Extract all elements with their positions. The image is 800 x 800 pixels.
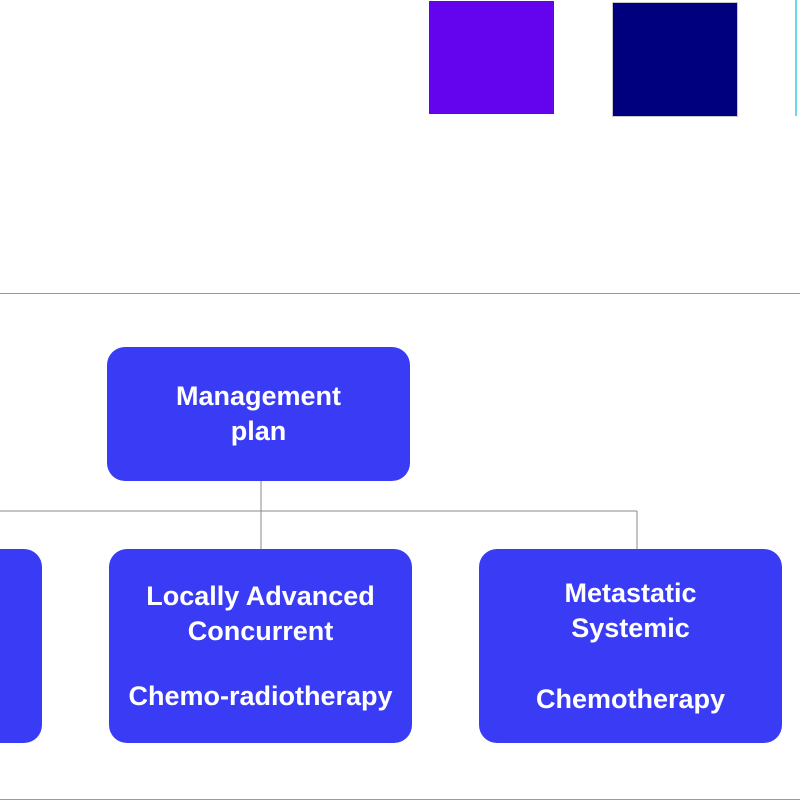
node-metastatic-line3: Chemotherapy xyxy=(535,683,726,714)
node-locally-advanced: Locally Advanced Concurrent Chemo-radiot… xyxy=(109,549,412,743)
node-management-line2: plan xyxy=(230,416,287,446)
node-locally-line2: Concurrent xyxy=(187,615,334,646)
divider-line-top xyxy=(0,293,800,294)
node-metastatic-line2: Systemic xyxy=(571,612,690,643)
node-early-stage-partial xyxy=(0,549,42,743)
color-swatch-navy xyxy=(612,2,738,117)
node-locally-line3: Chemo-radiotherapy xyxy=(128,680,393,711)
color-swatch-violet xyxy=(429,1,554,114)
node-metastatic: Metastatic Systemic Chemotherapy xyxy=(479,549,782,743)
node-metastatic-line1: Metastatic xyxy=(564,577,697,608)
node-locally-line1: Locally Advanced xyxy=(146,580,375,611)
node-management-plan: Management plan xyxy=(107,347,410,481)
node-management-line1: Management xyxy=(175,381,342,411)
color-swatch-cyan-edge xyxy=(795,0,800,116)
